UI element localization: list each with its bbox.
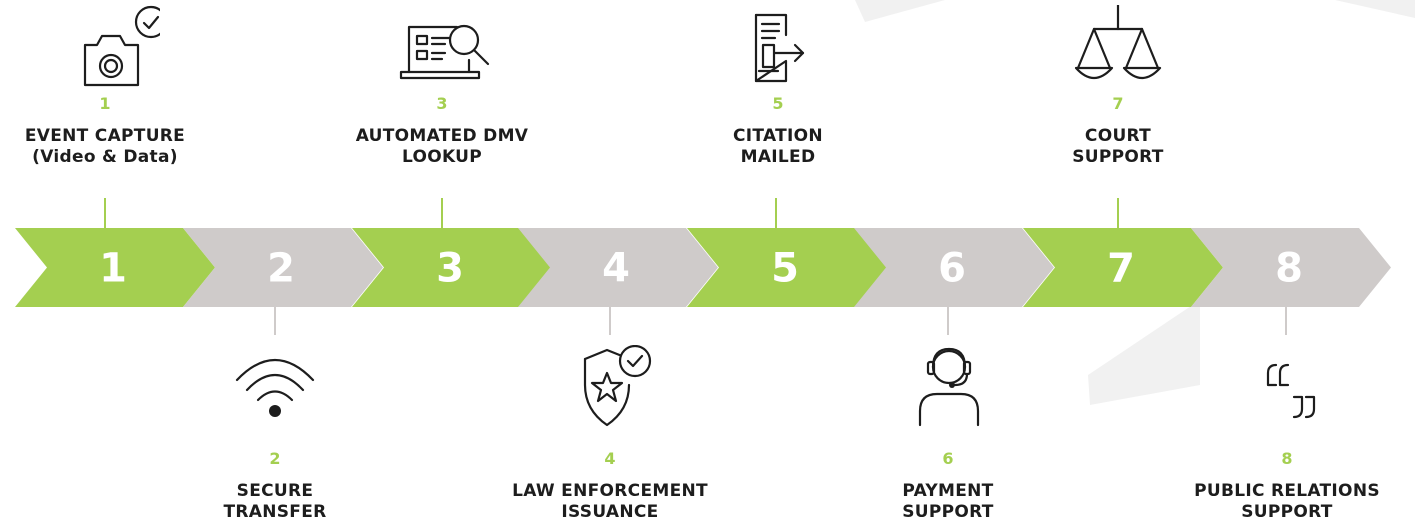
step-title-line2: TRANSFER — [223, 502, 327, 522]
step-title-line2: SUPPORT — [1241, 502, 1333, 522]
step-title-line1: COURT — [1084, 126, 1152, 146]
chevron-3-number: 3 — [436, 246, 464, 292]
step-title-line1: EVENT CAPTURE — [24, 126, 186, 146]
chevron-4-shape — [518, 228, 718, 307]
step-6-payment-support: 6 PAYMENT SUPPORT — [818, 345, 1078, 523]
step-8-public-relations-support: 8 PUBLIC RELATIONS SUPPORT — [1157, 345, 1415, 523]
chevron-8-number: 8 — [1275, 246, 1303, 292]
step-1-event-capture: 1 EVENT CAPTURE (Video & Data) — [0, 5, 235, 168]
step-title-line2: SUPPORT — [1072, 147, 1164, 167]
connector-2 — [274, 307, 276, 335]
chevron-6-shape — [854, 228, 1054, 307]
step-title-line2: MAILED — [740, 147, 816, 167]
chevron-1-number: 1 — [99, 246, 127, 292]
chevron-4: 4 — [518, 228, 718, 307]
chevron-5: 5 — [687, 228, 887, 307]
chevron-8: 8 — [1191, 228, 1391, 307]
step-title-line2: SUPPORT — [902, 502, 994, 522]
chevron-7-shape — [1023, 228, 1223, 307]
chevron-2-number: 2 — [267, 246, 295, 292]
step-number: 1 — [99, 94, 111, 113]
step-number: 8 — [1281, 449, 1293, 468]
connector-1 — [104, 198, 106, 228]
watermark-top-left-shape — [855, 0, 945, 22]
shield-star-check-icon — [583, 345, 652, 427]
chevron-4-number: 4 — [602, 246, 630, 292]
connector-6 — [947, 307, 949, 335]
step-title-line1: LAW ENFORCEMENT — [512, 481, 708, 501]
step-title-line1: CITATION — [733, 126, 823, 146]
step-title-line1: PUBLIC RELATIONS — [1194, 481, 1380, 501]
step-2-secure-transfer: 2 SECURE TRANSFER — [145, 345, 405, 523]
laptop-search-icon — [399, 24, 490, 80]
connector-3 — [441, 198, 443, 228]
step-number: 2 — [269, 449, 281, 468]
chevron-3: 3 — [352, 228, 552, 307]
camera-check-icon — [83, 5, 160, 87]
chevron-6: 6 — [854, 228, 1054, 307]
step-number: 4 — [604, 449, 616, 468]
chevron-8-shape — [1191, 228, 1391, 307]
connector-8 — [1285, 307, 1287, 335]
chevron-6-number: 6 — [938, 246, 966, 292]
connector-5 — [775, 198, 777, 228]
connector-4 — [609, 307, 611, 335]
watermark-top-right-shape — [1335, 0, 1415, 18]
quote-marks-icon — [1266, 363, 1316, 419]
chevron-7: 7 — [1023, 228, 1223, 307]
step-title-line2: LOOKUP — [401, 147, 483, 167]
connector-7 — [1117, 198, 1119, 228]
chevron-2-shape — [183, 228, 383, 307]
chevron-1-shape — [15, 228, 215, 307]
wifi-icon — [235, 358, 315, 417]
step-title-line1: AUTOMATED DMV — [355, 126, 529, 146]
headset-agent-icon — [918, 347, 980, 427]
step-5-citation-mailed: 5 CITATION MAILED — [648, 5, 908, 168]
chevron-5-number: 5 — [771, 246, 799, 292]
chevron-7-number: 7 — [1107, 246, 1135, 292]
chevron-2: 2 — [183, 228, 383, 307]
step-3-automated-dmv-lookup: 3 AUTOMATED DMV LOOKUP — [312, 5, 572, 168]
step-title-line1: SECURE — [236, 481, 314, 501]
watermark-chevron-shape — [1088, 300, 1200, 405]
scales-icon — [1074, 5, 1162, 80]
step-number: 7 — [1112, 94, 1124, 113]
step-number: 6 — [942, 449, 954, 468]
step-title-line2: (Video & Data) — [32, 147, 178, 167]
chevron-3-shape — [352, 228, 552, 307]
chevron-5-shape — [687, 228, 887, 307]
chevron-1: 1 — [15, 228, 215, 307]
step-title-line2: ISSUANCE — [561, 502, 659, 522]
step-number: 5 — [772, 94, 784, 113]
step-title-line1: PAYMENT — [902, 481, 994, 501]
document-send-icon — [754, 13, 805, 83]
step-4-law-enforcement-issuance: 4 LAW ENFORCEMENT ISSUANCE — [480, 345, 740, 523]
step-number: 3 — [436, 94, 448, 113]
step-7-court-support: 7 COURT SUPPORT — [988, 5, 1248, 168]
